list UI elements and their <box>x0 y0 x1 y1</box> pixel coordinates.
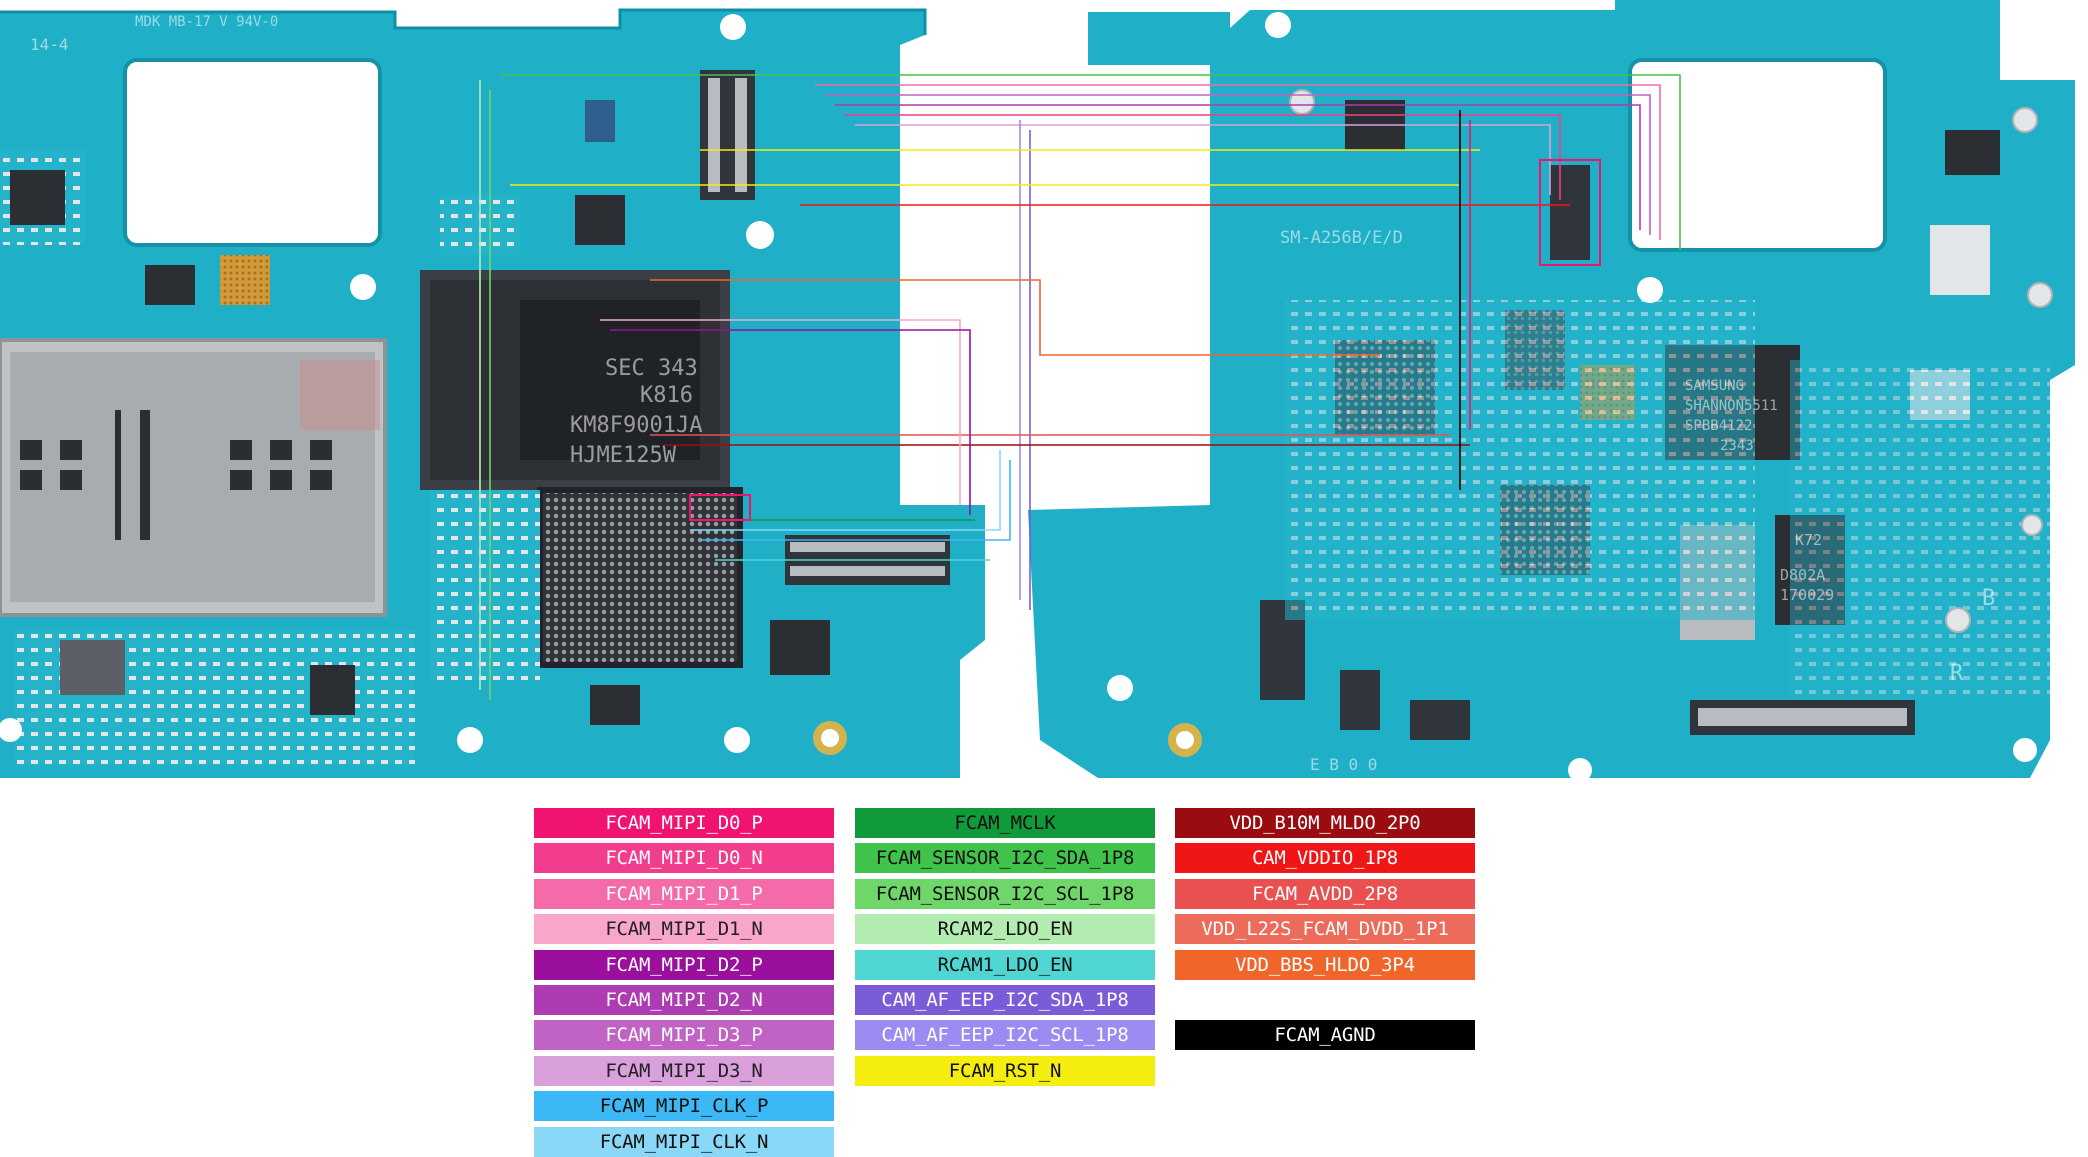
legend-chip-fcam-mipi-d3-p: FCAM_MIPI_D3_P <box>534 1020 834 1050</box>
pcb-diagram: 14-4 MDK MB-17 V 94V-0 SEC 343 K816 KM8F… <box>0 0 2075 780</box>
legend-chip-cam-vddio-1p8: CAM_VDDIO_1P8 <box>1175 843 1475 873</box>
board-marking: SM-A256B/E/D <box>1280 228 1403 248</box>
board-marking: SEC 343 <box>605 356 698 381</box>
legend-chip-fcam-avdd-2p8: FCAM_AVDD_2P8 <box>1175 879 1475 909</box>
board-marking: D802A <box>1780 566 1825 584</box>
legend-chip-rcam1-ldo-en: RCAM1_LDO_EN <box>855 950 1155 980</box>
board-marking: KM8F9001JA <box>570 413 702 438</box>
legend-chip-fcam-sensor-i2c-scl-1p8: FCAM_SENSOR_I2C_SCL_1P8 <box>855 879 1155 909</box>
legend-chip-fcam-mipi-d1-n: FCAM_MIPI_D1_N <box>534 914 834 944</box>
legend-chip-fcam-mipi-d2-p: FCAM_MIPI_D2_P <box>534 950 834 980</box>
board-marking: 170029 <box>1780 586 1834 604</box>
board-marking: K816 <box>640 383 693 408</box>
board-marking: SPBB4122 <box>1685 418 1752 434</box>
legend-chip-fcam-mipi-d0-n: FCAM_MIPI_D0_N <box>534 843 834 873</box>
board-marking: K72 <box>1795 531 1822 549</box>
legend-chip-fcam-mipi-d2-n: FCAM_MIPI_D2_N <box>534 985 834 1015</box>
board-marking: E B 0 0 <box>1310 755 1377 774</box>
legend-chip-cam-af-eep-i2c-sda-1p8: CAM_AF_EEP_I2C_SDA_1P8 <box>855 985 1155 1015</box>
board-marking: 14-4 <box>30 35 69 54</box>
legend-chip-fcam-mipi-d3-n: FCAM_MIPI_D3_N <box>534 1056 834 1086</box>
board-marking: B <box>1982 586 1995 611</box>
signal-traces <box>479 74 1681 700</box>
legend-chip-fcam-sensor-i2c-sda-1p8: FCAM_SENSOR_I2C_SDA_1P8 <box>855 843 1155 873</box>
board-marking: MDK MB-17 V 94V-0 <box>135 14 278 30</box>
legend-chip-fcam-agnd: FCAM_AGND <box>1175 1020 1475 1050</box>
legend-chip-fcam-mipi-clk-p: FCAM_MIPI_CLK_P <box>534 1091 834 1121</box>
legend-chip-rcam2-ldo-en: RCAM2_LDO_EN <box>855 914 1155 944</box>
board-marking: SAMSUNG <box>1685 378 1744 394</box>
board-marking: R <box>1950 661 1964 686</box>
board-marking: SHANNON5511 <box>1685 398 1778 414</box>
legend-chip-fcam-mipi-d0-p: FCAM_MIPI_D0_P <box>534 808 834 838</box>
board-marking: HJME125W <box>570 443 677 468</box>
board-marking: 2343 <box>1720 438 1754 454</box>
legend-chip-vdd-l22s-fcam-dvdd-1p1: VDD_L22S_FCAM_DVDD_1P1 <box>1175 914 1475 944</box>
left-board: 14-4 MDK MB-17 V 94V-0 SEC 343 K816 KM8F… <box>0 0 985 778</box>
right-board: SM-A256B/E/D SAMSUNG SHANNON5511 SPBB412… <box>1028 0 2075 780</box>
legend-chip-vdd-bbs-hldo-3p4: VDD_BBS_HLDO_3P4 <box>1175 950 1475 980</box>
legend-chip-fcam-rst-n: FCAM_RST_N <box>855 1056 1155 1086</box>
legend-chip-fcam-mclk: FCAM_MCLK <box>855 808 1155 838</box>
legend-chip-fcam-mipi-d1-p: FCAM_MIPI_D1_P <box>534 879 834 909</box>
legend-chip-fcam-mipi-clk-n: FCAM_MIPI_CLK_N <box>534 1127 834 1157</box>
legend-chip-cam-af-eep-i2c-scl-1p8: CAM_AF_EEP_I2C_SCL_1P8 <box>855 1020 1155 1050</box>
legend-chip-vdd-b10m-mldo-2p0: VDD_B10M_MLDO_2P0 <box>1175 808 1475 838</box>
